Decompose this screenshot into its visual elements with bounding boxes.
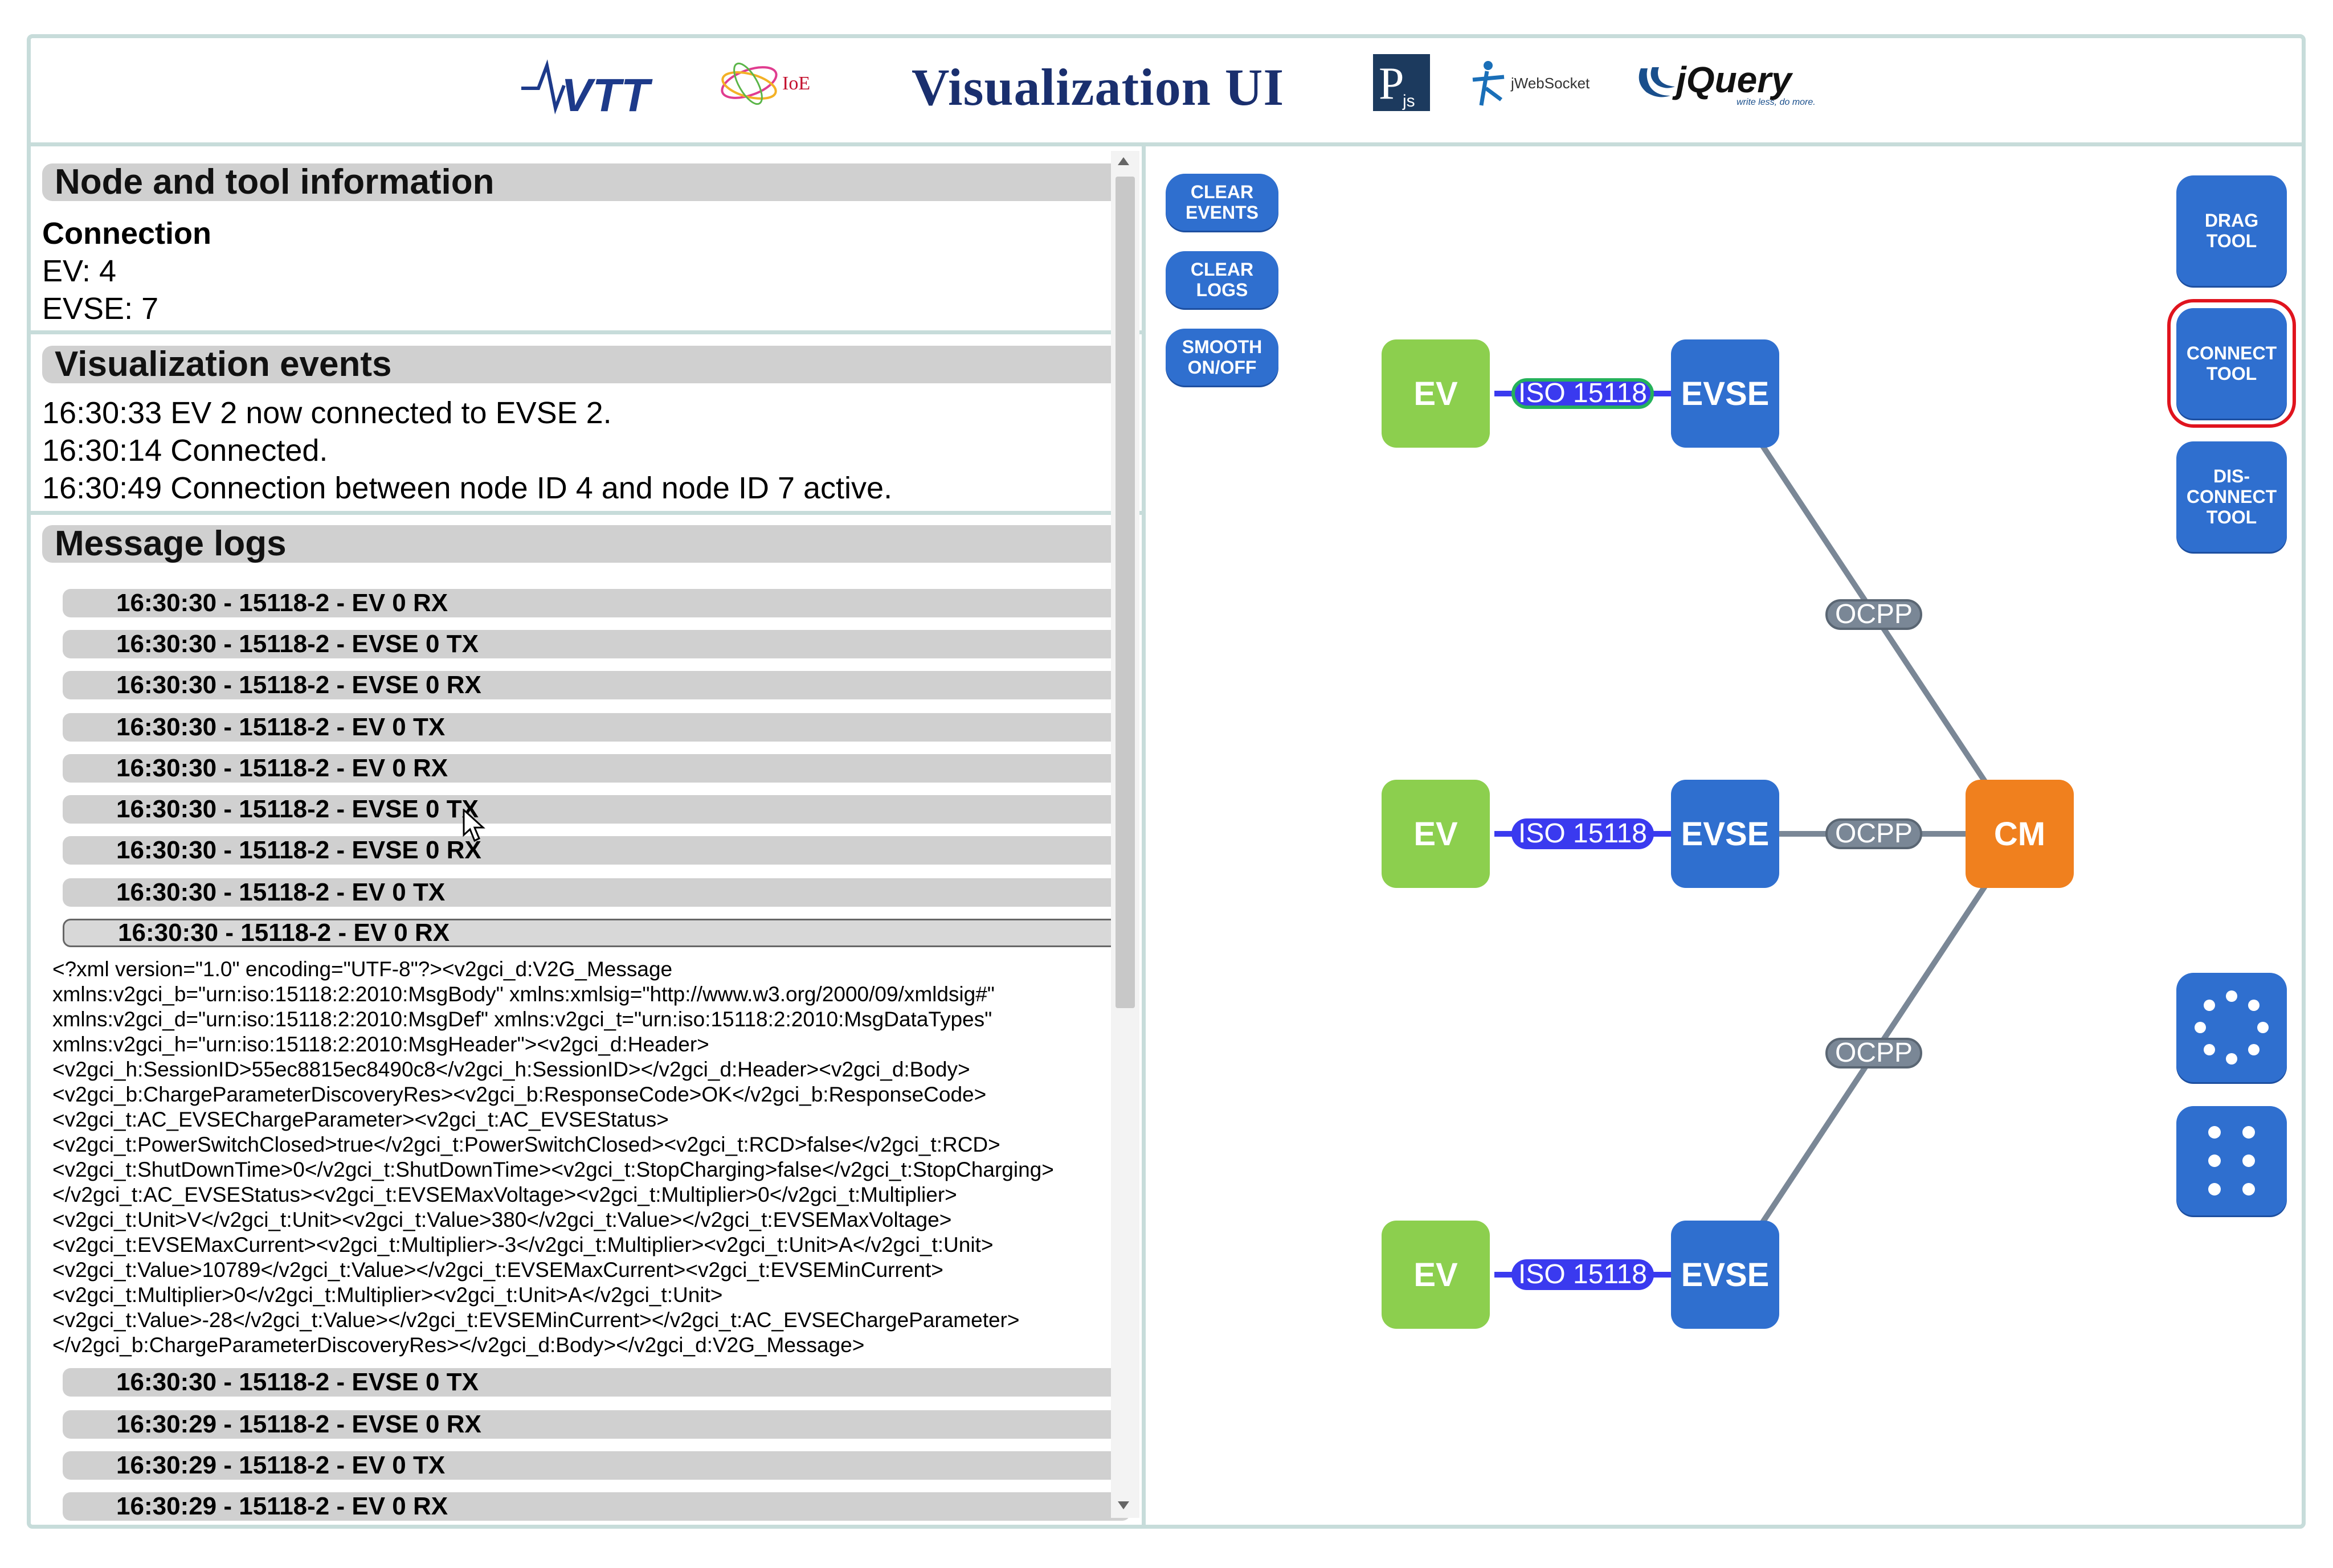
mouse-cursor-icon [463,809,485,842]
connect-tool-button[interactable]: CONNECT TOOL [2167,299,2296,428]
pjs-logo-text: P [1379,59,1404,109]
connection-label: Connection [42,216,211,251]
ev-node[interactable]: EV [1382,339,1490,448]
disconnect-tool-button[interactable]: DIS- CONNECT TOOL [2176,441,2287,552]
panel-divider [1142,146,1146,1525]
scroll-up-arrow-icon[interactable] [1118,157,1129,165]
pjs-logo-sub: js [1402,92,1415,110]
jquery-tagline: write less, do more. [1737,97,1816,107]
log-message-xml: <?xml version="1.0" encoding="UTF-8"?><v… [52,957,1054,1357]
info-panel: Node and tool information Connection EV:… [31,146,1142,1525]
iso15118-link-label[interactable]: ISO 15118 [1511,818,1654,849]
vtt-logo-text: VTT [561,69,653,117]
event-item: 16:30:33 EV 2 now connected to EVSE 2. [42,396,612,430]
ev-node[interactable]: EV [1382,780,1490,888]
section-divider [31,330,1142,334]
ocpp-link-label[interactable]: OCPP [1825,1038,1922,1068]
log-entry[interactable]: 16:30:30 - 15118-2 - EVSE 0 TX [63,630,1130,658]
scroll-thumb[interactable] [1116,177,1135,1008]
jquery-logo: jQuery write less, do more. [1639,59,1816,107]
ioe-logo-text: IoE [782,73,810,94]
events-heading: Visualization events [42,346,1133,383]
smooth-toggle-button[interactable]: SMOOTH ON/OFF [1166,329,1278,386]
iso15118-link-label[interactable]: ISO 15118 [1511,1259,1654,1290]
ocpp-link-label[interactable]: OCPP [1825,818,1922,849]
scroll-down-arrow-icon[interactable] [1118,1501,1129,1509]
connection-evse-value: EVSE: 7 [42,292,159,326]
logs-heading: Message logs [42,525,1133,563]
cm-node[interactable]: CM [1966,780,2074,888]
jquery-logo-text: jQuery [1672,59,1793,100]
log-entry[interactable]: 16:30:30 - 15118-2 - EV 0 RX [63,589,1130,617]
page-title: Visualization UI [912,58,1285,116]
clear-events-button[interactable]: CLEAR EVENTS [1166,174,1278,231]
log-entry[interactable]: 16:30:30 - 15118-2 - EV 0 RX [63,754,1130,783]
ocpp-link-label[interactable]: OCPP [1825,599,1922,630]
log-entry[interactable]: 16:30:30 - 15118-2 - EVSE 0 TX [63,1368,1130,1397]
jws-logo-text: jWebSocket [1510,75,1590,92]
section-divider [31,511,1142,515]
log-entry[interactable]: 16:30:29 - 15118-2 - EV 0 RX [63,1492,1130,1521]
log-entry[interactable]: 16:30:29 - 15118-2 - EVSE 0 RX [63,1410,1130,1439]
log-entry[interactable]: 16:30:30 - 15118-2 - EV 0 TX [63,878,1130,907]
log-entry[interactable]: 16:30:30 - 15118-2 - EV 0 TX [63,713,1130,742]
event-item: 16:30:14 Connected. [42,433,328,468]
circle-layout-icon [2195,990,2269,1065]
circle-layout-button[interactable] [2176,973,2287,1082]
processing-js-logo: P js [1373,54,1430,111]
node-info-heading: Node and tool information [42,163,1133,201]
header-bar [31,38,2302,146]
connection-ev-value: EV: 4 [42,254,117,288]
log-entry[interactable]: 16:30:30 - 15118-2 - EVSE 0 RX [63,836,1130,865]
grid-layout-button[interactable] [2176,1106,2287,1215]
grid-layout-icon [2208,1126,2255,1196]
jwebsocket-logo: jWebSocket [1472,61,1590,106]
event-item: 16:30:49 Connection between node ID 4 an… [42,471,893,505]
log-entry[interactable]: 16:30:30 - 15118-2 - EVSE 0 TX [63,795,1130,824]
clear-logs-button[interactable]: CLEAR LOGS [1166,251,1278,308]
drag-tool-button[interactable]: DRAG TOOL [2176,175,2287,286]
log-entry[interactable]: 16:30:29 - 15118-2 - EV 0 TX [63,1451,1130,1480]
vtt-logo: VTT [521,59,653,117]
ioe-logo: IoE [721,62,810,105]
ev-node[interactable]: EV [1382,1221,1490,1329]
evse-node[interactable]: EVSE [1671,339,1779,448]
evse-node[interactable]: EVSE [1671,780,1779,888]
evse-node[interactable]: EVSE [1671,1221,1779,1329]
log-entry-expanded[interactable]: 16:30:30 - 15118-2 - EV 0 RX [63,919,1130,947]
log-entry[interactable]: 16:30:30 - 15118-2 - EVSE 0 RX [63,671,1130,699]
iso15118-link-label-active[interactable]: ISO 15118 [1511,378,1654,409]
